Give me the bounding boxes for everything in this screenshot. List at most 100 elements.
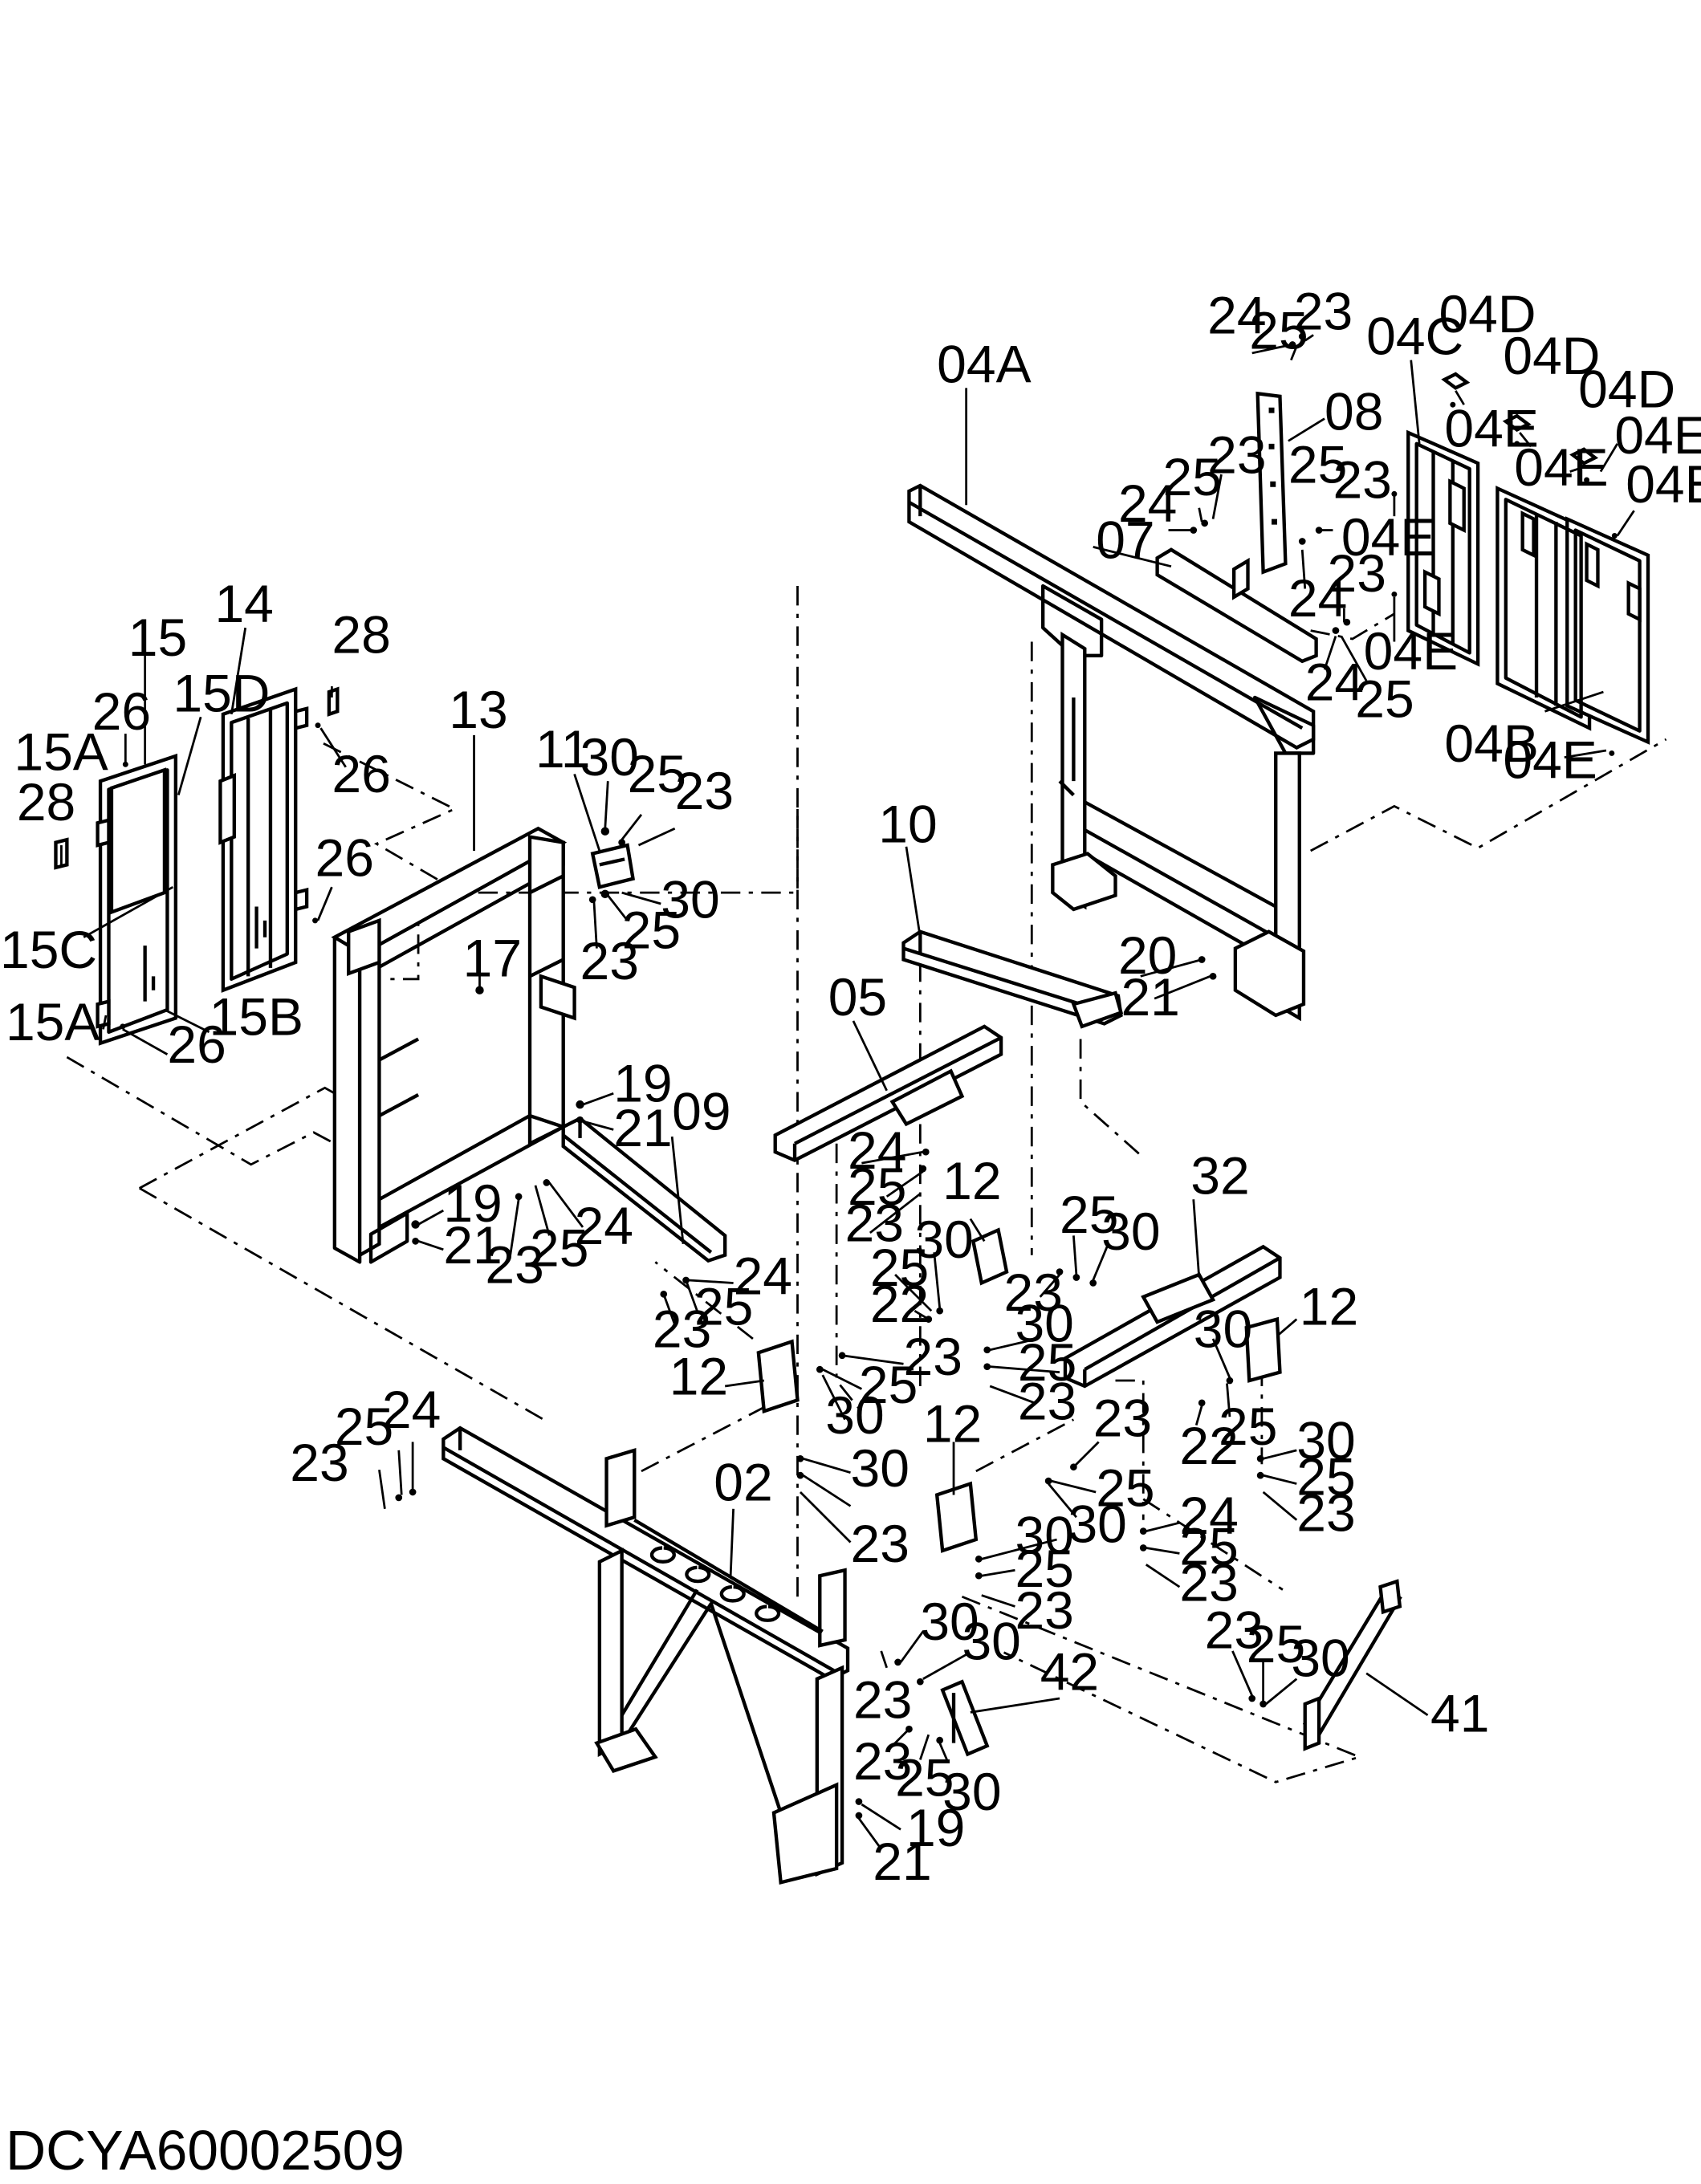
callout-label: 11	[535, 719, 591, 779]
callout-label: 23	[853, 1731, 912, 1791]
callout-label: 15D	[173, 663, 270, 722]
callout-label: 21	[1121, 967, 1179, 1027]
part-15-door	[96, 753, 178, 1046]
part-11-bracket	[590, 843, 636, 889]
part-08-07-brackets	[1155, 391, 1318, 664]
callout-label: 22	[1179, 1416, 1238, 1475]
callout-label: 41	[1430, 1684, 1489, 1743]
callout-label: 25	[1247, 1614, 1305, 1674]
callout-label: 23	[1093, 1389, 1152, 1448]
callout-label: 23	[580, 931, 639, 990]
callout-label: 23	[1296, 1483, 1355, 1543]
callout-label: 04D	[1578, 360, 1675, 419]
callout-label: 10	[878, 795, 937, 854]
callout-label: 26	[315, 828, 374, 887]
part-10-crossmember	[901, 929, 1124, 1029]
part-13-radiator-frame	[331, 826, 576, 1264]
part-04B-cover	[1495, 486, 1650, 745]
callout-label: 23	[1004, 1263, 1063, 1322]
callout-label: 21	[873, 1832, 931, 1891]
callout-label: 25	[859, 1355, 918, 1414]
callout-label: 26	[167, 1015, 226, 1074]
callout-label: 25	[694, 1277, 753, 1336]
part-14-door	[218, 686, 309, 993]
callout-label: 24	[1179, 1486, 1238, 1545]
callout-label: 30	[942, 1762, 1001, 1821]
assembly-dash-lines	[66, 586, 1667, 1783]
part-05-crossmember	[773, 1024, 1003, 1163]
callout-label: 24	[734, 1246, 792, 1305]
callout-label: 25	[1355, 669, 1414, 728]
callout-label: 14	[214, 574, 273, 633]
callout-label: 25	[1018, 1332, 1076, 1392]
callout-label: 30	[851, 1438, 910, 1498]
callout-label: 25	[1163, 447, 1222, 506]
part-32-crossmember	[1063, 1244, 1282, 1389]
part-42-bracket	[940, 1679, 990, 1757]
callout-label: 04B	[1444, 714, 1538, 773]
callout-label: 28	[332, 604, 390, 664]
callout-label: 25	[628, 744, 686, 803]
callout-label: 30	[1101, 1202, 1160, 1261]
callout-label: 24	[382, 1380, 441, 1439]
callout-label: 30	[1015, 1505, 1073, 1564]
callout-label: 15C	[0, 920, 97, 979]
callout-label: 08	[1325, 381, 1383, 441]
callout-label: 30	[825, 1385, 884, 1445]
callout-label: 25	[1219, 1397, 1277, 1456]
callout-label: 24	[575, 1196, 633, 1255]
callout-label: 04E	[1626, 454, 1701, 514]
callout-label: 19	[906, 1798, 965, 1857]
callout-label: 23	[1015, 1580, 1073, 1640]
callout-label: 24	[1118, 474, 1177, 533]
callout-label: 30	[914, 1210, 973, 1269]
part-12-brackets	[756, 1227, 1282, 1553]
callout-label: 23	[1333, 450, 1391, 510]
callout-label: 25	[1015, 1539, 1073, 1598]
hardware-fasteners	[120, 332, 1618, 1820]
document-id: DCYA60002509	[6, 2119, 405, 2182]
callout-label: 32	[1190, 1145, 1249, 1205]
callout-label: 28	[17, 772, 75, 832]
callout-label: 04D	[1503, 326, 1600, 385]
callout-label: 12	[1300, 1277, 1358, 1336]
callout-label: 04E	[1444, 398, 1538, 458]
callout-label: 23	[653, 1299, 711, 1358]
callout-label: 30	[920, 1592, 979, 1651]
callout-label: 04E	[1514, 437, 1608, 497]
callout-label: 15	[128, 608, 187, 667]
callout-label: 25	[1096, 1458, 1154, 1517]
callout-label: 30	[1194, 1299, 1252, 1358]
callout-label: 24	[848, 1120, 906, 1180]
callout-label: 30	[1068, 1495, 1126, 1554]
callout-label: 21	[443, 1215, 502, 1275]
part-04D-washers	[1441, 372, 1599, 466]
callout-label: 25	[530, 1218, 588, 1278]
callout-label: 30	[962, 1611, 1020, 1670]
callout-label: 30	[661, 869, 719, 929]
callout-label: 25	[1249, 301, 1308, 360]
callout-label: 04A	[937, 334, 1031, 393]
callout-label: 25	[1296, 1446, 1355, 1506]
callout-label: 17	[463, 928, 522, 987]
callout-label: 23	[853, 1670, 912, 1729]
callout-label: 04E	[1341, 507, 1435, 567]
callout-label: 12	[942, 1151, 1001, 1210]
callout-label: 30	[1296, 1410, 1355, 1470]
callout-label: 04E	[1614, 405, 1701, 465]
callout-label: 23	[1328, 543, 1386, 603]
callout-label: 23	[290, 1433, 348, 1492]
callout-label: 24	[1288, 568, 1347, 628]
callout-label: 15B	[210, 986, 303, 1046]
callout-label: 23	[485, 1234, 543, 1294]
callout-label: 30	[1015, 1293, 1073, 1352]
callout-labels: 23 25 24 04C 04D 04D 04D 04A 08 04E 04E …	[0, 281, 1701, 1890]
callout-label: 23	[1179, 1552, 1238, 1612]
callout-label: 04E	[1364, 621, 1458, 681]
callout-label: 23	[904, 1327, 962, 1386]
callout-label: 24	[1305, 652, 1364, 711]
callout-label: 23	[675, 761, 734, 820]
callout-label: 19	[613, 1054, 672, 1113]
callout-label: 23	[1207, 425, 1266, 484]
